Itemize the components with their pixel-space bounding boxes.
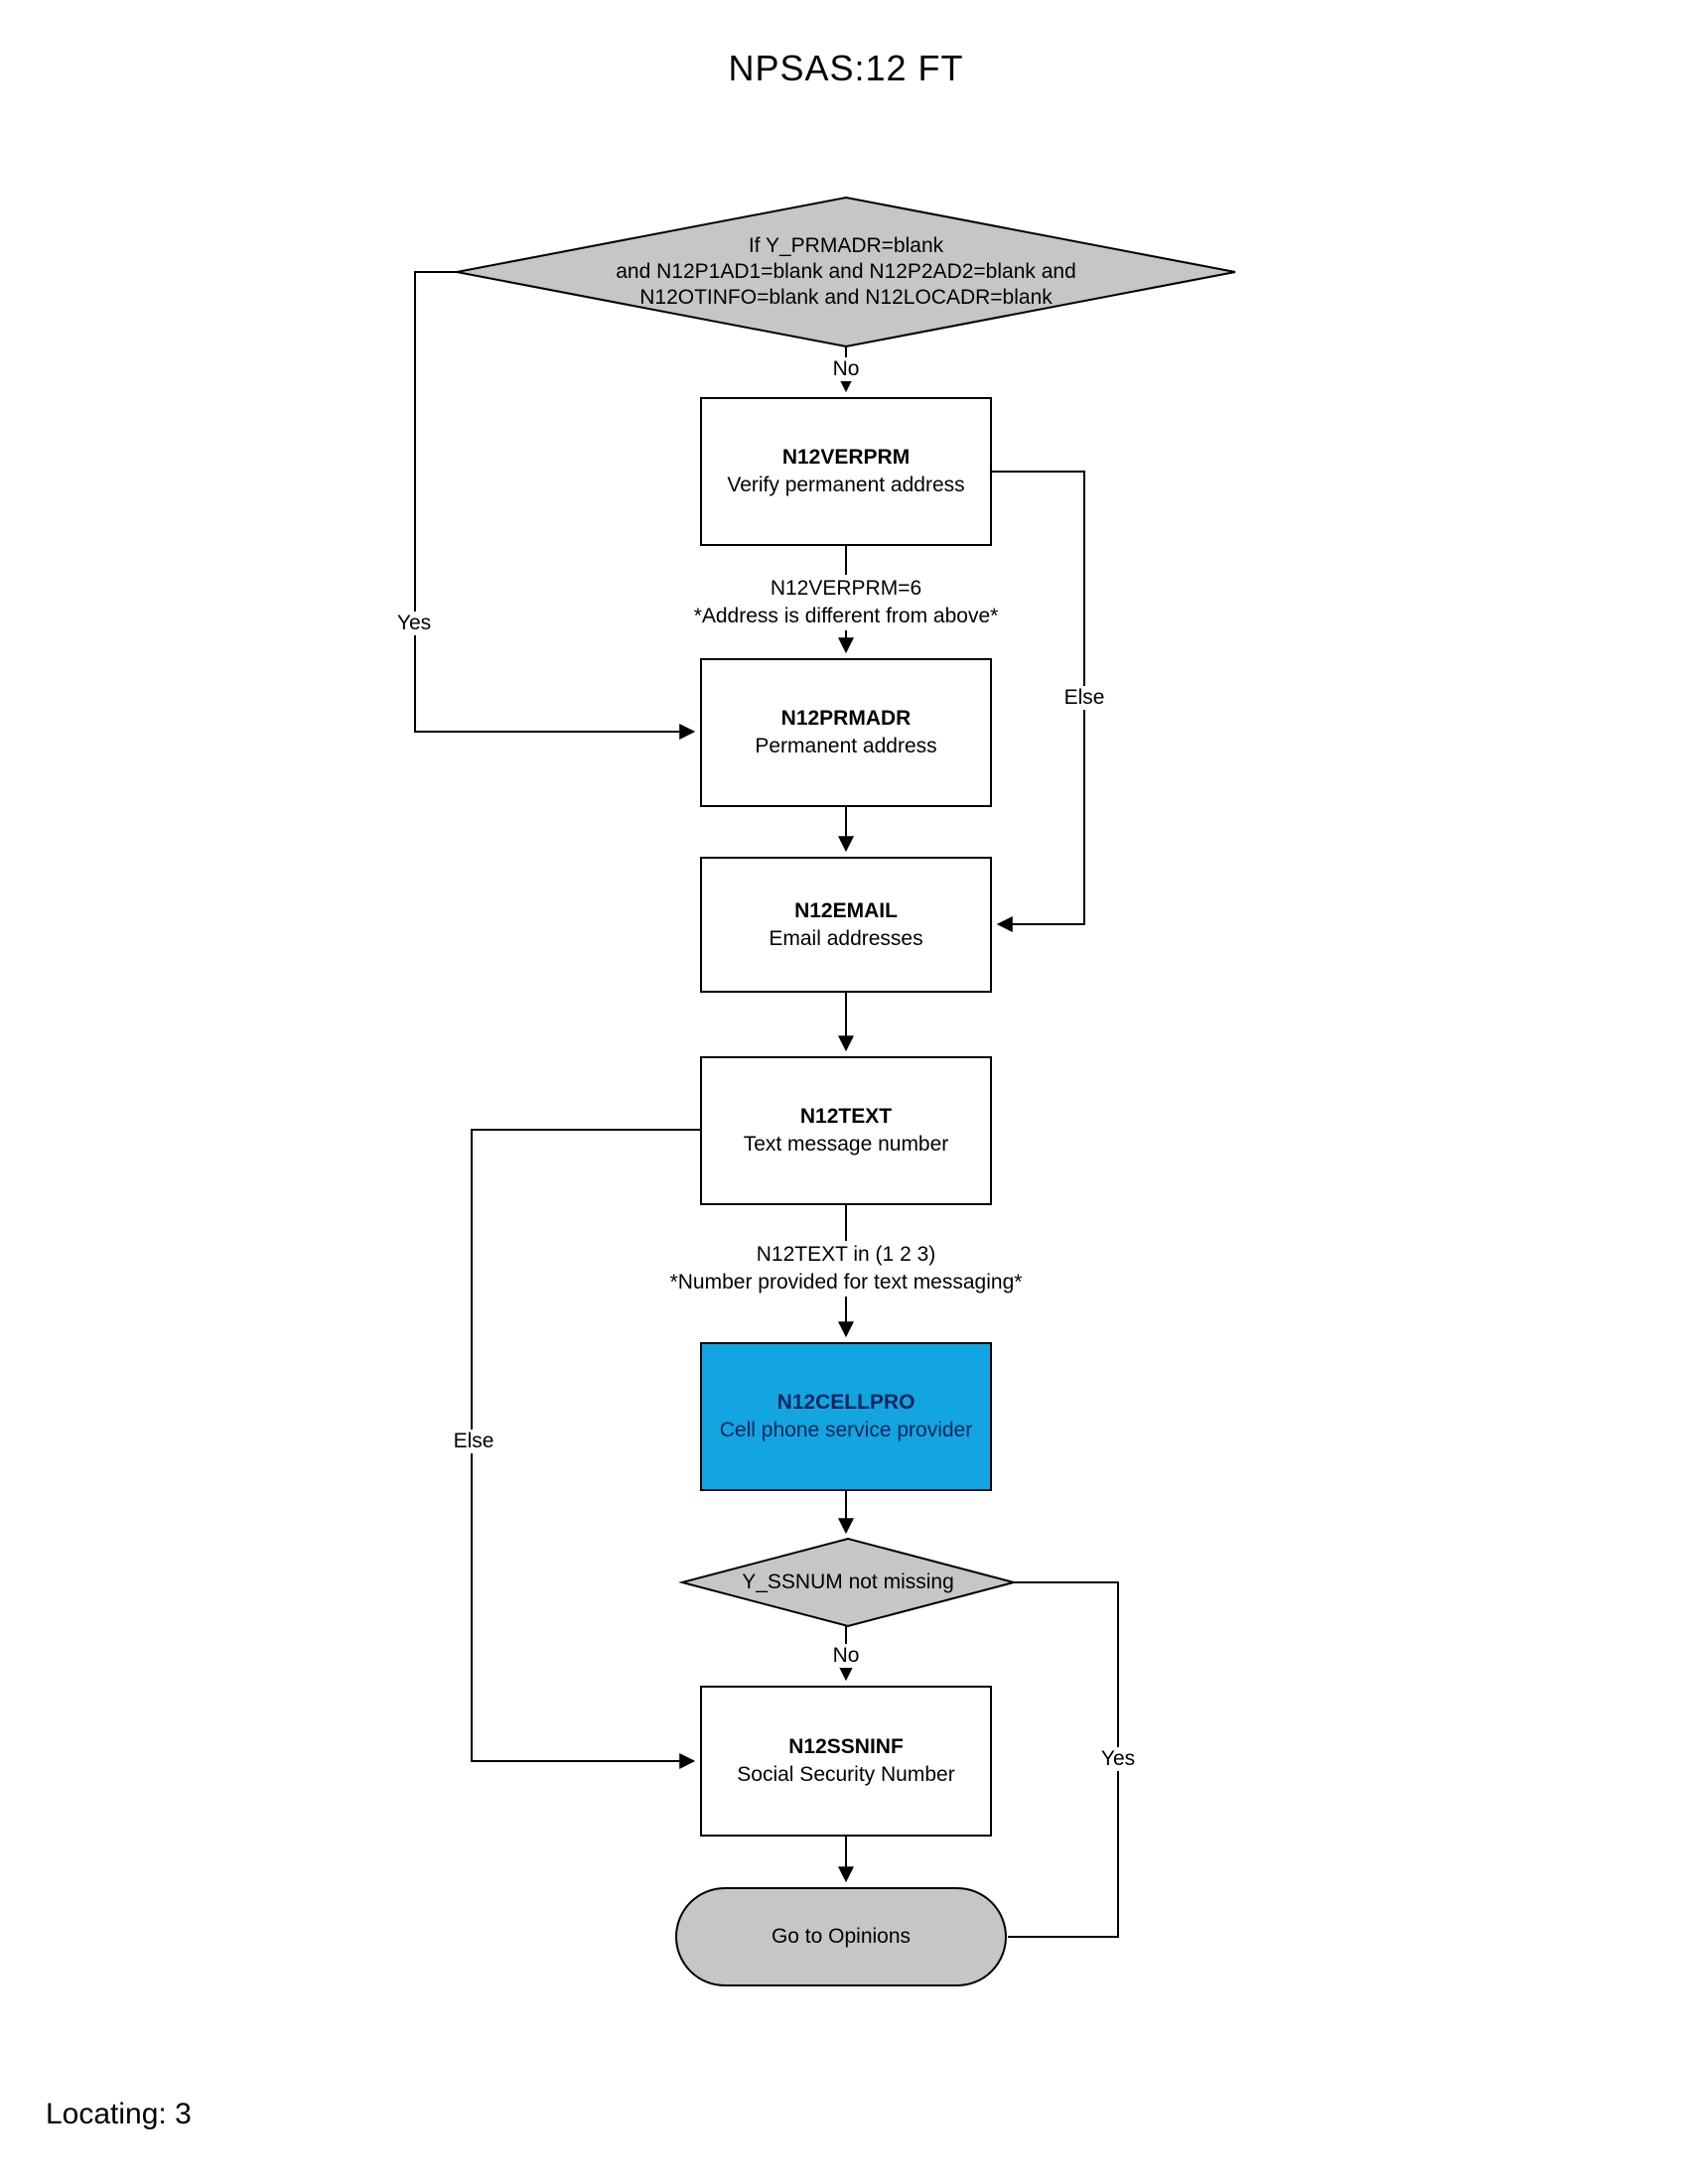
terminal-go-to-opinions: Go to Opinions	[675, 1887, 1007, 1986]
connector-else-branch-to-ssninf	[471, 1129, 700, 1769]
process-box-n12text: N12TEXT Text message number	[700, 1056, 992, 1205]
process-box-n12email: N12EMAIL Email addresses	[700, 857, 992, 993]
process-box-n12ssninf: N12SSNINF Social Security Number	[700, 1686, 992, 1837]
node-title-n12email: N12EMAIL	[794, 898, 898, 922]
edge-label-no-1: No	[828, 357, 864, 381]
decision-address-line-2: and N12P1AD1=blank and N12P2AD2=blank an…	[616, 260, 1076, 283]
connector-yes-branch-to-prmadr	[414, 271, 696, 740]
node-desc-n12ssninf: Social Security Number	[737, 1763, 955, 1786]
node-desc-n12email: Email addresses	[769, 926, 923, 950]
condition-label-text: N12TEXT in (1 2 3) *Number provided for …	[665, 1241, 1027, 1297]
edge-label-else-2: Else	[449, 1430, 498, 1453]
node-desc-n12cellpro: Cell phone service provider	[719, 1419, 973, 1441]
condition-verprm-line-1: N12VERPRM=6	[689, 575, 1003, 603]
terminal-label: Go to Opinions	[771, 1925, 912, 1948]
process-box-n12cellpro-highlighted: N12CELLPRO Cell phone service provider	[700, 1342, 992, 1491]
decision-diamond-address-blank	[456, 196, 1236, 348]
decision-ssnum-text: Y_SSNUM not missing	[742, 1570, 954, 1593]
node-desc-n12text: Text message number	[743, 1133, 949, 1156]
edge-label-yes-1: Yes	[392, 612, 436, 635]
edge-label-yes-2: Yes	[1096, 1747, 1140, 1771]
node-desc-n12prmadr: Permanent address	[755, 735, 937, 757]
node-title-n12text: N12TEXT	[799, 1105, 893, 1128]
node-desc-n12verprm: Verify permanent address	[727, 474, 965, 496]
process-box-n12verprm: N12VERPRM Verify permanent address	[700, 397, 992, 546]
edge-label-no-2: No	[828, 1644, 864, 1668]
decision-address-line-1: If Y_PRMADR=blank	[748, 234, 944, 257]
condition-text-line-2: *Number provided for text messaging*	[665, 1269, 1027, 1297]
decision-address-blank-text: If Y_PRMADR=blank and N12P1AD1=blank and…	[616, 233, 1076, 311]
page-footer: Locating: 3	[46, 2098, 192, 2130]
condition-verprm-line-2: *Address is different from above*	[689, 603, 1003, 630]
node-title-n12cellpro: N12CELLPRO	[776, 1391, 915, 1414]
node-title-n12ssninf: N12SSNINF	[788, 1735, 904, 1758]
condition-label-verprm: N12VERPRM=6 *Address is different from a…	[689, 575, 1003, 630]
node-title-n12verprm: N12VERPRM	[781, 446, 911, 469]
process-box-n12prmadr: N12PRMADR Permanent address	[700, 658, 992, 807]
page-title: NPSAS:12 FT	[728, 48, 964, 88]
decision-address-line-3: N12OTINFO=blank and N12LOCADR=blank	[639, 286, 1053, 309]
condition-text-line-1: N12TEXT in (1 2 3)	[665, 1241, 1027, 1269]
node-title-n12prmadr: N12PRMADR	[780, 707, 912, 730]
edge-label-else-1: Else	[1059, 686, 1109, 710]
